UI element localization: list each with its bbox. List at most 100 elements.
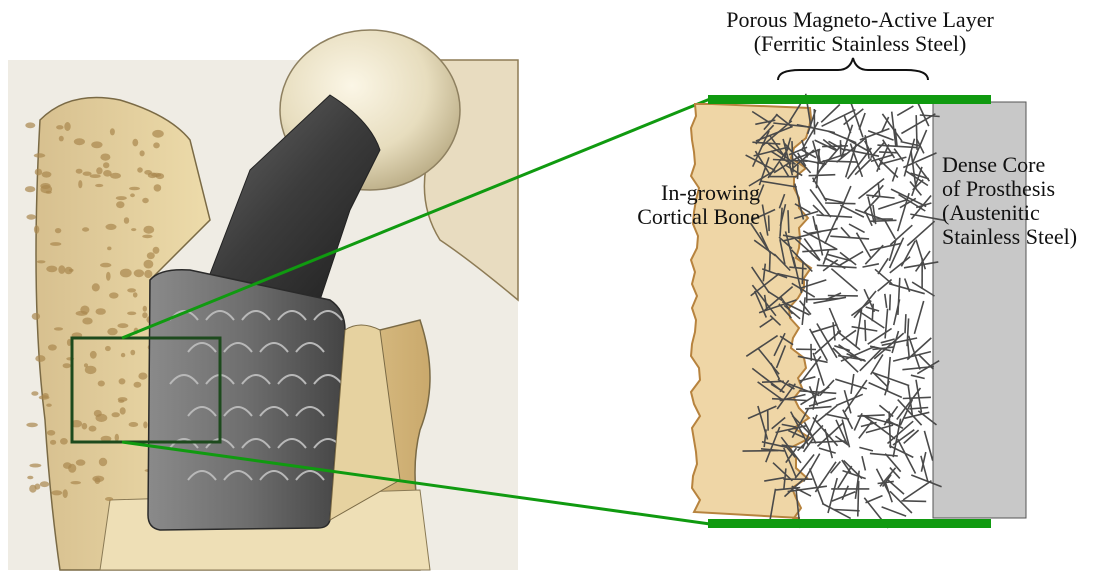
fiber bbox=[898, 278, 900, 315]
pore bbox=[107, 328, 117, 335]
fiber bbox=[831, 269, 857, 291]
pore bbox=[31, 391, 38, 396]
pore bbox=[129, 187, 140, 191]
pore bbox=[134, 382, 142, 388]
fiber bbox=[866, 195, 894, 198]
pore bbox=[26, 423, 38, 428]
pore bbox=[96, 308, 106, 315]
pore bbox=[89, 426, 97, 432]
pore bbox=[35, 355, 45, 362]
fiber bbox=[899, 195, 926, 212]
pore bbox=[76, 169, 83, 174]
fiber bbox=[868, 329, 892, 345]
fiber bbox=[842, 330, 856, 340]
pore bbox=[63, 462, 72, 469]
pore bbox=[39, 395, 50, 399]
fiber bbox=[859, 311, 885, 328]
pore bbox=[51, 490, 62, 495]
pore bbox=[91, 141, 102, 148]
fiber bbox=[882, 507, 907, 516]
fiber bbox=[879, 152, 897, 153]
pore bbox=[42, 171, 52, 177]
fiber bbox=[805, 407, 831, 409]
fiber bbox=[860, 129, 890, 140]
pore bbox=[47, 430, 55, 436]
fiber bbox=[872, 373, 909, 386]
pore bbox=[147, 252, 155, 259]
pore bbox=[32, 313, 40, 320]
pore bbox=[90, 174, 101, 178]
pore bbox=[85, 366, 97, 374]
fiber bbox=[817, 265, 857, 267]
fiber bbox=[901, 501, 926, 502]
fiber bbox=[816, 215, 852, 217]
fiber bbox=[865, 320, 866, 341]
fiber bbox=[770, 251, 771, 272]
fiber bbox=[902, 367, 934, 370]
fiber bbox=[819, 448, 836, 453]
fiber bbox=[809, 398, 836, 406]
core-label-line3: (Austenitic bbox=[942, 201, 1112, 225]
fiber bbox=[809, 175, 836, 176]
pore bbox=[55, 228, 61, 233]
fiber bbox=[893, 167, 898, 181]
pore bbox=[25, 122, 35, 128]
pore bbox=[34, 225, 39, 234]
pore bbox=[131, 228, 136, 231]
pore bbox=[120, 407, 126, 414]
core-label-line1: Dense Core bbox=[942, 153, 1112, 177]
bone-label: In-growing Cortical Bone bbox=[560, 181, 760, 229]
pore bbox=[105, 497, 113, 501]
fiber bbox=[893, 352, 931, 362]
cross-section-diagram bbox=[691, 58, 1026, 528]
core-label: Dense Core of Prosthesis (Austenitic Sta… bbox=[942, 153, 1112, 249]
pore bbox=[92, 476, 104, 482]
pore bbox=[29, 464, 41, 468]
pore bbox=[138, 373, 147, 380]
fiber bbox=[903, 397, 931, 398]
fiber bbox=[878, 200, 907, 210]
pore bbox=[35, 484, 41, 490]
pore bbox=[133, 292, 138, 297]
pore bbox=[98, 381, 105, 387]
fiber bbox=[842, 486, 848, 500]
pore bbox=[106, 224, 117, 230]
fiber bbox=[859, 447, 873, 451]
pore bbox=[65, 267, 73, 275]
pore bbox=[142, 198, 149, 203]
fiber bbox=[903, 481, 931, 500]
fiber bbox=[905, 314, 906, 333]
fiber bbox=[844, 149, 879, 156]
pore bbox=[100, 154, 110, 161]
pore bbox=[134, 269, 144, 277]
pore bbox=[117, 323, 128, 328]
porous-layer-label: Porous Magneto-Active Layer (Ferritic St… bbox=[680, 8, 1040, 56]
pore bbox=[78, 180, 82, 188]
pore bbox=[118, 400, 124, 403]
fiber bbox=[905, 279, 910, 292]
porous-layer-label-line1: Porous Magneto-Active Layer bbox=[680, 8, 1040, 32]
pore bbox=[116, 201, 124, 208]
pore bbox=[70, 481, 81, 484]
fiber bbox=[822, 504, 851, 519]
pore bbox=[58, 265, 65, 274]
fiber bbox=[825, 203, 855, 204]
pore bbox=[26, 214, 36, 219]
fiber bbox=[813, 216, 816, 230]
pore bbox=[96, 167, 102, 174]
core-label-line4: Stainless Steel) bbox=[942, 225, 1112, 249]
top-green-plate bbox=[708, 95, 991, 104]
pore bbox=[40, 481, 49, 487]
pore bbox=[152, 130, 164, 138]
pore bbox=[144, 270, 152, 278]
fiber bbox=[799, 391, 836, 394]
pore bbox=[115, 434, 119, 442]
fiber bbox=[916, 380, 921, 413]
pore bbox=[105, 346, 111, 351]
pore bbox=[94, 410, 102, 417]
pore bbox=[137, 167, 143, 172]
pore bbox=[41, 185, 53, 193]
pore bbox=[143, 421, 147, 428]
fiber bbox=[898, 193, 909, 231]
